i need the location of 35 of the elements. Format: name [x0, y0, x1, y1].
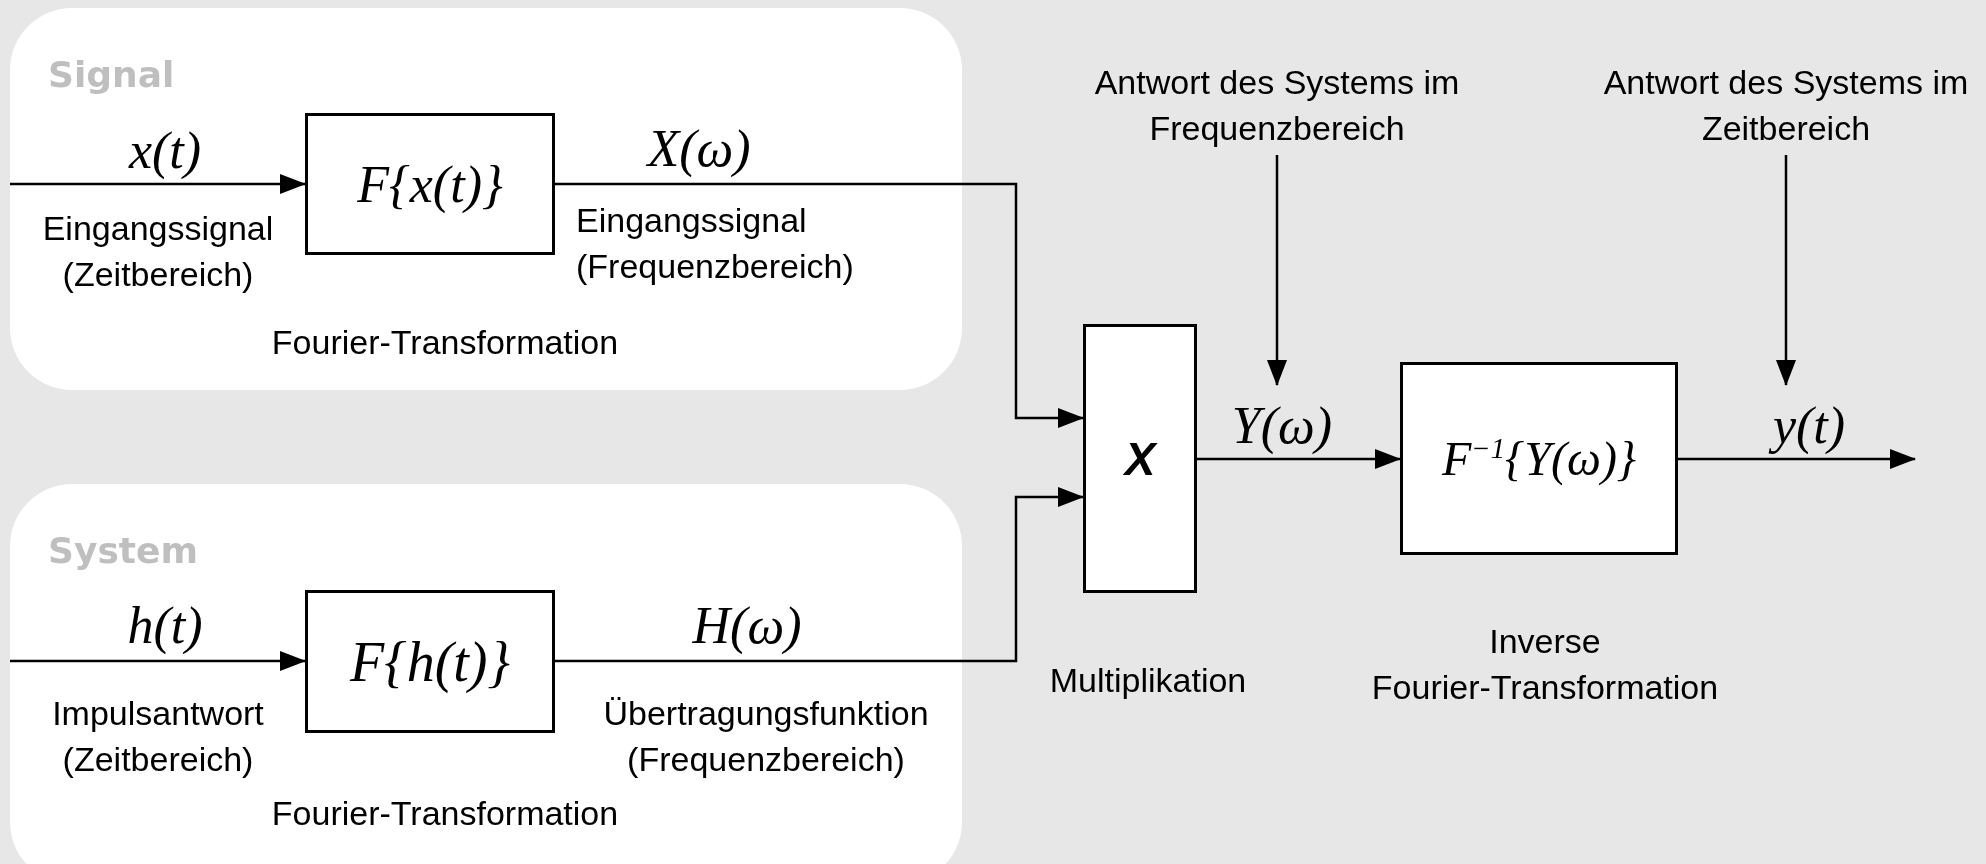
block-caption: Fourier-Transformation [270, 322, 620, 363]
signal-description: Eingangssignal (Zeitbereich) [41, 208, 275, 295]
group-panel [10, 484, 962, 864]
signal-description: Übertragungsfunktion (Frequenzbereich) [602, 693, 930, 780]
edge-label: H(ω) [692, 595, 802, 655]
process-box [1400, 362, 1678, 555]
formula: F{x(t)} [357, 154, 503, 214]
arrow [555, 182, 1084, 428]
multiply-sign: X [1124, 431, 1156, 486]
annotation-text: Antwort des Systems im Zeitbereich [1601, 59, 1971, 155]
multiplier-box [1083, 324, 1197, 593]
arrow [1678, 449, 1916, 469]
panel-heading: Signal [48, 54, 175, 95]
edge-label: h(t) [127, 595, 203, 655]
formula: F{h(t)} [350, 629, 510, 694]
arrow [555, 487, 1084, 663]
block-caption: Multiplikation [1048, 660, 1248, 701]
arrow [1776, 155, 1796, 386]
signal-description: Impulsantwort (Zeitbereich) [51, 693, 265, 780]
process-box [305, 590, 555, 733]
arrow [10, 651, 306, 671]
block-caption: Fourier-Transformation [270, 793, 620, 834]
process-box [305, 113, 555, 255]
arrow [10, 174, 306, 194]
edge-label: x(t) [128, 120, 202, 180]
signal-description: Eingangssignal (Frequenzbereich) [576, 200, 855, 287]
annotation-text: Antwort des Systems im Frequenzbereich [1092, 59, 1462, 155]
group-panel [10, 8, 962, 390]
block-caption: Inverse Fourier-Transformation [1370, 621, 1720, 708]
arrow [1267, 155, 1287, 386]
arrow [1197, 449, 1401, 469]
edge-label: X(ω) [647, 118, 751, 178]
panel-heading: System [48, 530, 198, 571]
edge-label: Y(ω) [1231, 395, 1333, 455]
formula: F$^{−1}${Y(ω)} [1441, 431, 1637, 486]
